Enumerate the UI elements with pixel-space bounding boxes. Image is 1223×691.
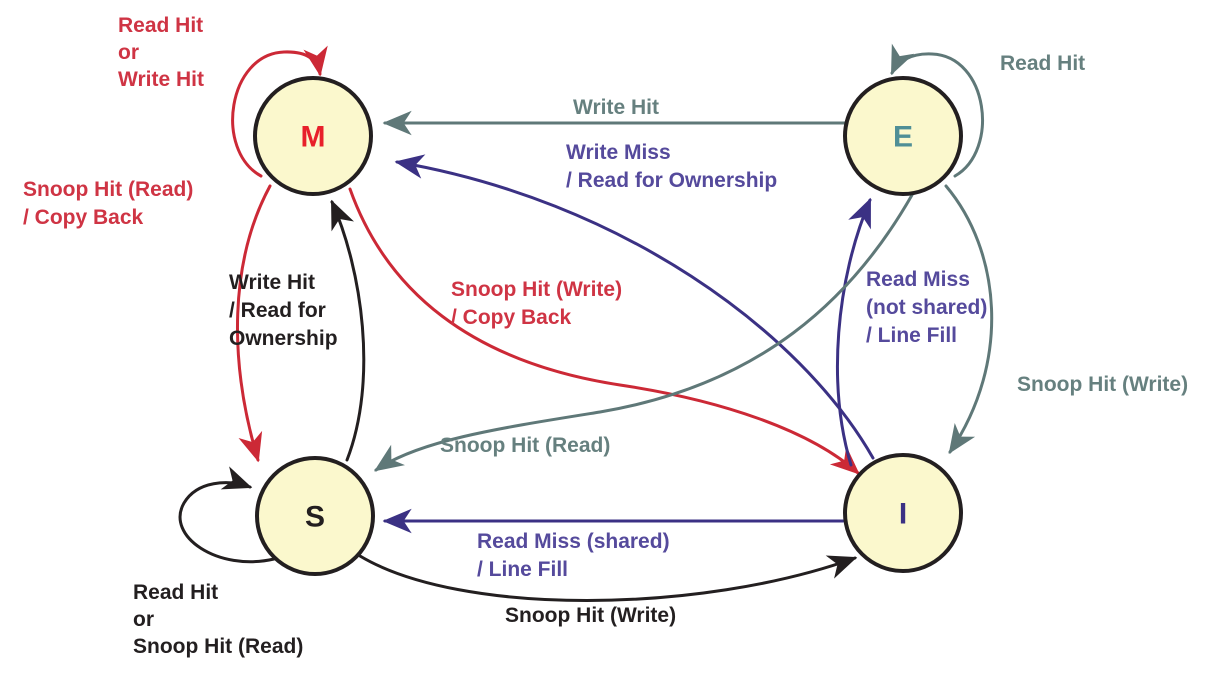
- transition-edges: [178, 43, 994, 602]
- label-line: / Read for: [229, 299, 326, 322]
- edge-i-to-e[interactable]: [836, 197, 872, 467]
- label-m-to-i: Snoop Hit (Write) / Copy Back: [451, 278, 675, 329]
- state-node-m[interactable]: M: [253, 76, 373, 196]
- label-line: Write Hit: [229, 271, 315, 294]
- label-line: Snoop Hit (Write): [505, 604, 676, 627]
- label-line: Snoop Hit (Write): [451, 278, 622, 301]
- label-line: Snoop Hit (Read): [440, 434, 610, 457]
- state-circle-s[interactable]: [255, 456, 375, 576]
- transition-labels: Read Hit or Write Hit Read Hit Read Hit …: [23, 14, 1223, 658]
- label-line: Snoop Hit (Read): [133, 635, 303, 658]
- label-line: Read Hit: [1000, 52, 1085, 75]
- label-line: Write Hit: [573, 96, 659, 119]
- edge-s-to-m[interactable]: [330, 199, 366, 462]
- label-line: Write Hit: [118, 68, 204, 91]
- state-label-i: I: [899, 498, 907, 531]
- edge-m-to-i[interactable]: [348, 187, 860, 475]
- label-m-self: Read Hit or Write Hit: [118, 14, 256, 91]
- label-i-to-m: Write Miss / Read for Ownership: [566, 141, 818, 192]
- label-e-to-m: Write Hit: [573, 96, 700, 119]
- state-label-m: M: [301, 121, 326, 154]
- state-node-i[interactable]: I: [843, 453, 963, 573]
- label-line: Snoop Hit (Read): [23, 178, 193, 201]
- edge-e-to-s[interactable]: [374, 193, 914, 472]
- label-line: / Copy Back: [451, 306, 572, 329]
- state-node-s[interactable]: S: [255, 456, 375, 576]
- state-node-e[interactable]: E: [843, 76, 963, 196]
- state-circle-e[interactable]: [843, 76, 963, 196]
- label-line: Read Miss (shared): [477, 530, 670, 553]
- state-label-e: E: [893, 121, 913, 154]
- label-line: / Line Fill: [866, 324, 957, 347]
- label-line: Read Hit: [118, 14, 203, 37]
- label-i-to-e: Read Miss (not shared) / Line Fill: [866, 268, 1040, 347]
- state-nodes: M E S I: [253, 76, 963, 576]
- state-circle-m[interactable]: [253, 76, 373, 196]
- label-e-to-s: Snoop Hit (Read): [440, 434, 651, 457]
- label-line: or: [133, 608, 154, 631]
- label-s-to-m: Write Hit / Read for Ownership: [229, 271, 378, 350]
- label-line: Snoop Hit (Write): [1017, 373, 1188, 396]
- label-s-self: Read Hit or Snoop Hit (Read): [133, 581, 344, 658]
- label-i-to-s: Read Miss (shared) / Line Fill: [477, 530, 722, 581]
- label-line: Read Miss: [866, 268, 970, 291]
- label-e-self: Read Hit: [1000, 52, 1126, 75]
- label-s-to-i: Snoop Hit (Write): [505, 604, 717, 627]
- edge-e-to-i[interactable]: [944, 184, 994, 454]
- label-line: (not shared): [866, 296, 987, 319]
- label-line: / Copy Back: [23, 206, 144, 229]
- edge-s-to-i[interactable]: [358, 554, 858, 602]
- edge-e-self[interactable]: [890, 43, 984, 178]
- label-line: Ownership: [229, 327, 338, 350]
- label-line: Write Miss: [566, 141, 671, 164]
- label-line: or: [118, 41, 139, 64]
- edge-m-self[interactable]: [231, 45, 328, 178]
- edge-i-to-m[interactable]: [394, 154, 875, 460]
- label-line: / Line Fill: [477, 558, 568, 581]
- label-line: / Read for Ownership: [566, 169, 777, 192]
- label-e-to-i: Snoop Hit (Write): [1017, 373, 1223, 396]
- edge-m-to-s[interactable]: [236, 184, 272, 463]
- edge-s-self[interactable]: [178, 466, 276, 564]
- label-m-to-s: Snoop Hit (Read) / Copy Back: [23, 178, 246, 229]
- state-circle-i[interactable]: [843, 453, 963, 573]
- state-label-s: S: [305, 501, 325, 534]
- label-line: Read Hit: [133, 581, 218, 604]
